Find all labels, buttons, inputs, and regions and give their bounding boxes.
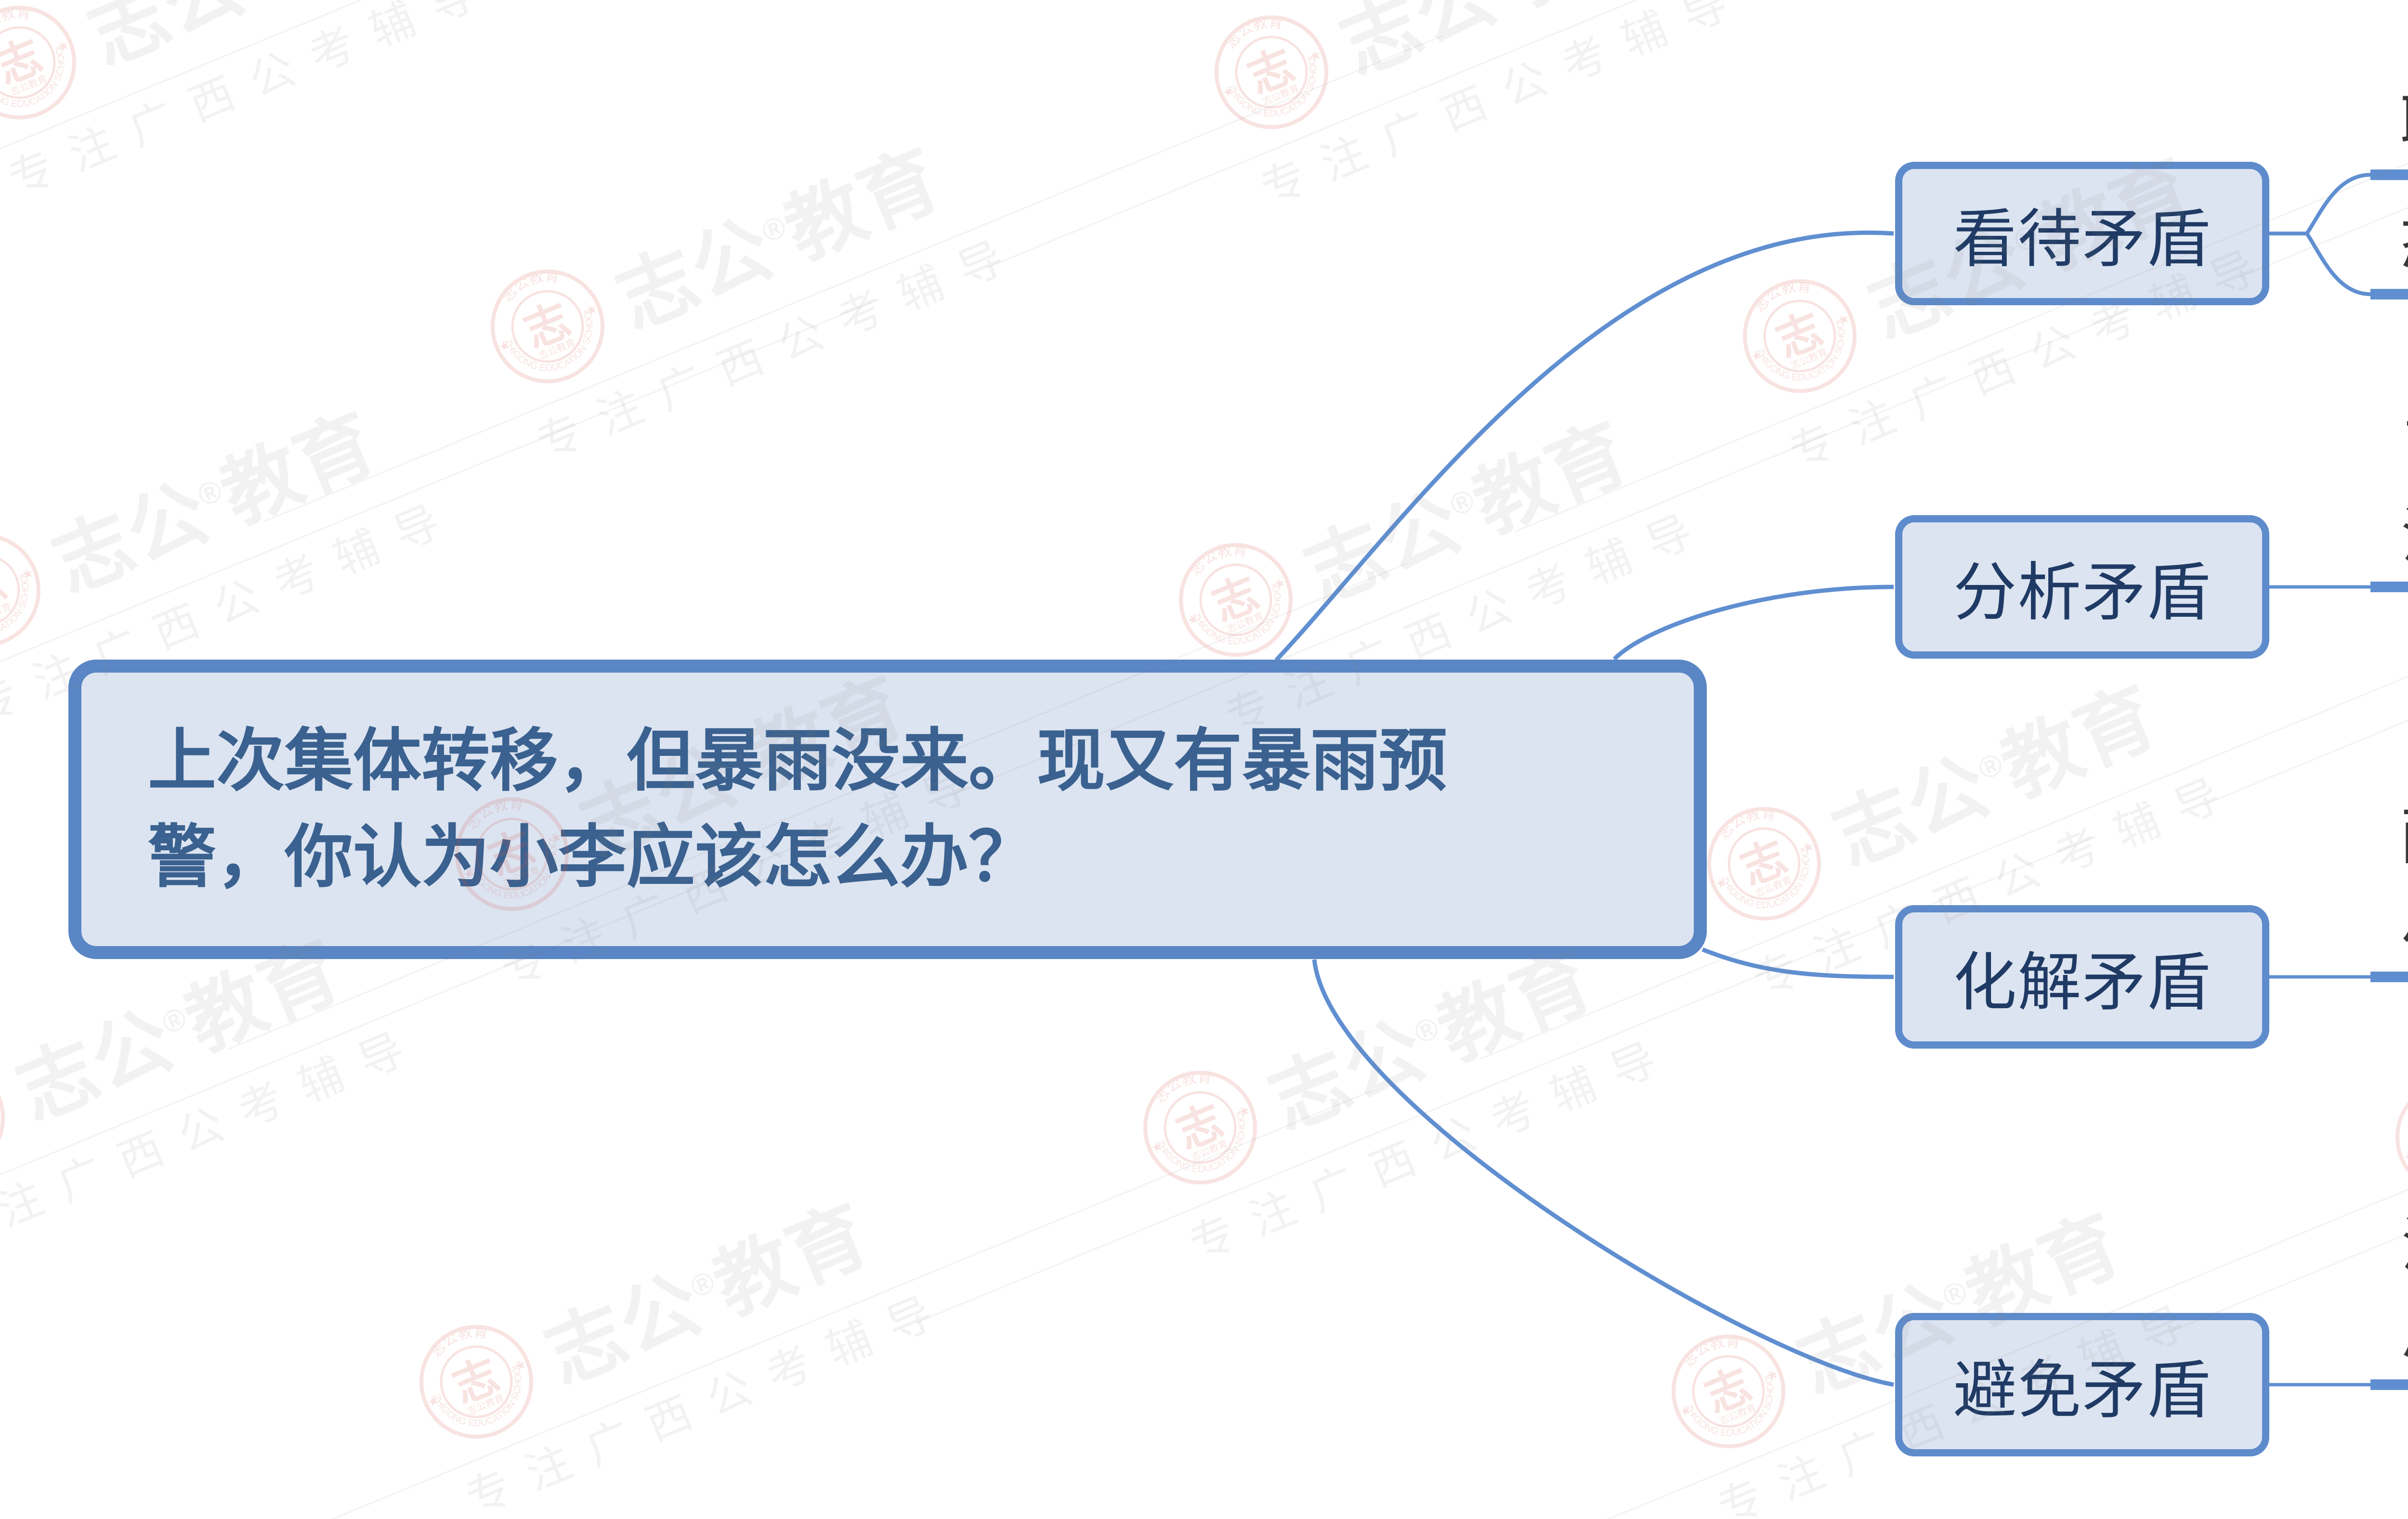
topic-avoid-mid[interactable]: 汇报领导 总结反思: [2370, 1201, 2408, 1379]
root-topic-line1: 上次集体转移，但暴雨没来。现又有暴雨预: [148, 723, 1447, 799]
connector-root-branch3: [1701, 947, 1894, 979]
topic-attitude[interactable]: 态度: [2370, 199, 2408, 288]
text-b2c0l0: 耐心劝说: [2401, 793, 2408, 882]
branch-resolve-contradiction[interactable]: 化解矛盾: [1895, 905, 2269, 1049]
text-b2c0l1: 尽快撤离: [2401, 882, 2408, 971]
root-topic-line2: 警，你认为小李应该怎么办？: [148, 819, 1037, 896]
connector-root-branch1: [1274, 230, 1894, 662]
text-b1c0l0: 了解态势: [2401, 403, 2408, 492]
root-topic[interactable]: 上次集体转移，但暴雨没来。现又有暴雨预 警，你认为小李应该怎么办？: [68, 660, 1707, 959]
text-b3c0l1: 总结反思: [2401, 1290, 2408, 1379]
topic-resolve-mid[interactable]: 耐心劝说 尽快撤离: [2370, 793, 2408, 971]
text-b3c0l0: 汇报领导: [2401, 1201, 2408, 1290]
branch-avoid-contradiction[interactable]: 避免矛盾: [1895, 1313, 2269, 1456]
branch-view-contradiction-label: 看待矛盾: [1953, 203, 2212, 274]
root-topic-text: 上次集体转移，但暴雨没来。现又有暴雨预 警，你认为小李应该怎么办？: [81, 713, 1447, 906]
branch-resolve-contradiction-label: 化解矛盾: [1953, 947, 2212, 1018]
topic-analyze-mid[interactable]: 了解态势 沟通各方: [2370, 403, 2408, 581]
branch-analyze-contradiction-label: 分析矛盾: [1953, 557, 2212, 628]
branch-view-contradiction[interactable]: 看待矛盾: [1895, 162, 2269, 305]
text-b0c0l0: 职责: [2400, 80, 2408, 169]
branch-avoid-contradiction-label: 避免矛盾: [1953, 1354, 2212, 1426]
text-b1c0l1: 沟通各方: [2401, 492, 2408, 581]
text-b0c1l0: 态度: [2400, 199, 2408, 288]
connector-root-branch2: [1612, 584, 1894, 661]
connector-root-branch4: [1312, 959, 1894, 1387]
branch-analyze-contradiction[interactable]: 分析矛盾: [1895, 515, 2269, 659]
brace-branch1-up: [2305, 173, 2371, 235]
topic-duty[interactable]: 职责: [2370, 80, 2408, 169]
brace-branch1-down: [2305, 232, 2371, 296]
